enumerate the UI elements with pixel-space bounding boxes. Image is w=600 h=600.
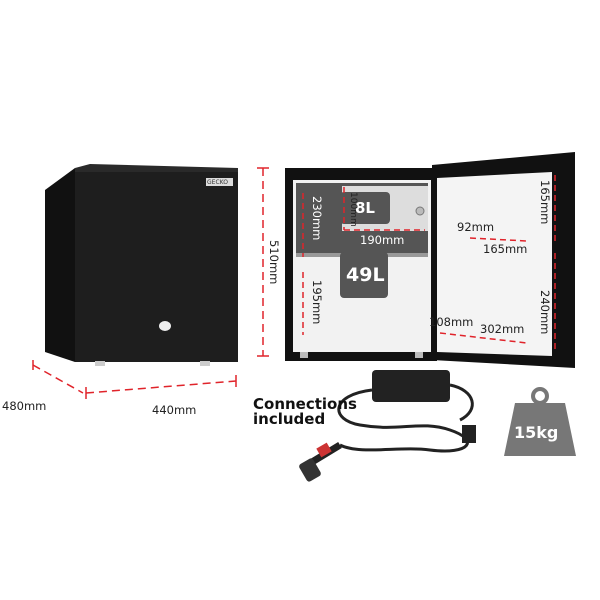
lower-height-label: 195mm <box>310 280 324 325</box>
freezer-height-label: 100mm <box>348 192 358 227</box>
brand-badge <box>206 178 233 186</box>
door-shelf-top-width-label: 165mm <box>483 242 528 256</box>
weight-icon <box>504 387 576 456</box>
door-shelf-bottom-depth-label: 108mm <box>429 315 474 329</box>
upper-height-label: 230mm <box>310 196 324 241</box>
brand-badge-text: GECKO <box>207 179 228 186</box>
door-upper-height-label: 165mm <box>538 180 552 225</box>
door-lower-height-label: 240mm <box>538 290 552 335</box>
closed-fridge <box>45 164 238 366</box>
height-dimension-label: 510mm <box>267 240 281 285</box>
door-shelf-top-depth-label: 92mm <box>457 220 495 234</box>
closed-dimension-lines <box>32 167 269 399</box>
freezer-capacity-label: 8L <box>355 199 375 217</box>
depth-dimension-label: 480mm <box>2 399 47 413</box>
main-capacity-label: 49L <box>346 264 385 286</box>
power-adapter-and-cables <box>299 370 476 482</box>
weight-label: 15kg <box>514 423 559 442</box>
connections-line2: included <box>253 410 326 428</box>
lock-icon <box>159 321 171 331</box>
open-dimension-lines <box>302 175 556 350</box>
width-dimension-label: 440mm <box>152 403 197 417</box>
open-fridge <box>285 152 575 368</box>
freezer-width-label: 190mm <box>360 233 405 247</box>
connections-line1: Connections <box>253 395 357 413</box>
door-shelf-bottom-width-label: 302mm <box>480 322 525 336</box>
